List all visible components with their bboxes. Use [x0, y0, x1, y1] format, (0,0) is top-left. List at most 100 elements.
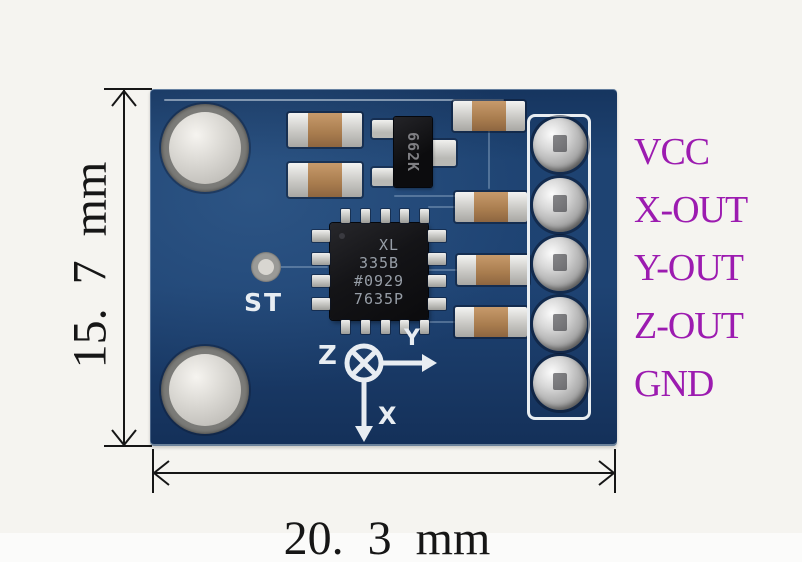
mounting-hole-bottom — [161, 346, 249, 434]
capacitor-terminal — [288, 113, 308, 147]
solder-pin-xout — [533, 177, 587, 232]
chip-pad — [420, 320, 429, 334]
chip-pad — [420, 209, 429, 223]
pcb-trace — [164, 99, 504, 101]
arrow-right-icon — [598, 460, 616, 486]
chip-pads-right — [428, 230, 446, 310]
chip-pad — [428, 230, 446, 242]
capacitor-body — [307, 113, 343, 147]
capacitor-terminal — [507, 192, 527, 222]
pin-stub — [553, 373, 567, 390]
capacitor-body — [474, 192, 508, 222]
chip-marking-line: #0929 — [353, 271, 405, 290]
z-axis-label: Z — [318, 341, 337, 371]
y-axis-arrowhead-icon — [422, 354, 437, 372]
chip-pad — [312, 230, 330, 242]
pin-header-silkscreen-outline — [527, 114, 591, 420]
pcb-trace — [428, 321, 455, 323]
st-via — [251, 252, 281, 282]
pin-label-yout: Y-OUT — [634, 247, 744, 289]
chip-pad — [312, 297, 330, 310]
chip-pads-bottom — [341, 320, 429, 334]
pin-stub — [553, 313, 567, 331]
chip-pad — [341, 209, 350, 223]
capacitor-terminal — [342, 113, 362, 147]
capacitor — [288, 113, 362, 147]
z-axis-circle-icon — [344, 343, 384, 383]
pin-stub — [553, 135, 567, 152]
mounting-hole-top — [161, 104, 249, 192]
solder-pin-gnd — [533, 356, 587, 410]
chip-pad — [400, 320, 410, 334]
chip-pad — [428, 252, 446, 265]
arrow-left-icon — [152, 460, 170, 486]
pin-label-xout: X-OUT — [634, 189, 748, 231]
chip-pad — [380, 209, 390, 223]
pcb-trace — [488, 131, 490, 189]
capacitor-terminal — [455, 307, 475, 337]
chip-pad — [360, 209, 370, 223]
pin-stub — [553, 254, 567, 271]
capacitor-body — [472, 101, 506, 131]
capacitor-terminal — [288, 163, 308, 197]
pin-label-gnd: GND — [634, 363, 714, 405]
capacitor — [455, 192, 527, 222]
pin-label-vcc: VCC — [634, 131, 710, 173]
x-axis-label: X — [378, 402, 397, 430]
voltage-regulator: 662K — [394, 117, 432, 187]
chip-pad — [428, 297, 446, 310]
solder-pin-zout — [533, 296, 587, 351]
mounting-hole-foil — [169, 112, 241, 184]
pin-label-list: VCC X-OUT Y-OUT Z-OUT GND — [634, 123, 748, 413]
chip-pads-top — [341, 209, 429, 223]
capacitor-body — [476, 255, 510, 285]
capacitor-terminal — [342, 163, 362, 197]
mounting-hole-foil — [169, 354, 241, 426]
pin-stub — [553, 194, 567, 212]
pin-label-zout: Z-OUT — [634, 305, 744, 347]
chip-marking: XL 335B #0929 7635P — [330, 223, 428, 320]
regulator-pad — [372, 168, 394, 186]
pcb-trace — [428, 206, 455, 208]
chip-marking-line: XL — [378, 235, 400, 254]
pcb-trace — [268, 266, 328, 268]
capacitor-body — [474, 307, 508, 337]
st-via-hole — [258, 259, 274, 275]
chip-pad — [360, 320, 370, 334]
capacitor-terminal — [507, 307, 527, 337]
capacitor-terminal — [457, 255, 477, 285]
chip-pad — [341, 320, 350, 334]
chip-pad — [312, 252, 330, 265]
board-height-dimension: 15. 7 mm — [63, 161, 117, 369]
pcb-board: ST XL 335B #0929 7635P — [150, 89, 617, 446]
chip-pad — [428, 275, 446, 288]
chip-pad — [400, 209, 410, 223]
z-axis-cross-icon — [350, 349, 378, 377]
capacitor — [457, 255, 529, 285]
pcb-trace — [394, 195, 502, 197]
y-axis-label: Y — [404, 326, 420, 351]
accelerometer-chip: XL 335B #0929 7635P — [330, 223, 428, 320]
capacitor-terminal — [453, 101, 473, 131]
background-band — [0, 533, 802, 562]
capacitor-terminal — [509, 255, 529, 285]
pin-header — [533, 118, 587, 410]
chip-pads-left — [312, 230, 330, 310]
board-width-dimension: 20. 3 mm — [283, 512, 491, 562]
x-axis-arrowhead-icon — [355, 426, 373, 442]
arrow-down-icon — [111, 429, 137, 447]
regulator-marking: 662K — [404, 131, 422, 173]
z-axis-cross-icon — [350, 349, 378, 377]
chip-marking-line: 335B — [358, 253, 400, 272]
capacitor-body — [307, 163, 343, 197]
chip-pad — [312, 275, 330, 288]
st-silkscreen-label: ST — [244, 288, 284, 317]
chip-pad — [380, 320, 390, 334]
capacitor — [453, 101, 525, 131]
capacitor — [288, 163, 362, 197]
chip-marking-line: 7635P — [353, 289, 405, 308]
capacitor-terminal — [455, 192, 475, 222]
capacitor — [455, 307, 527, 337]
solder-pin-vcc — [533, 118, 587, 172]
